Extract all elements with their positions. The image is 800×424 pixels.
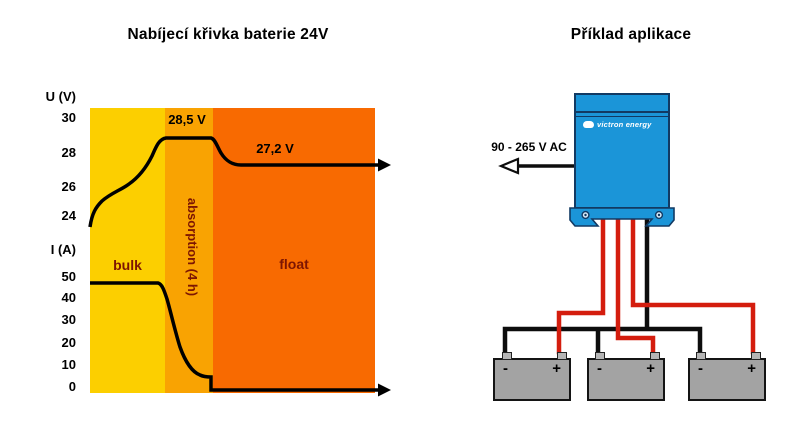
battery-3-plus-sign: + [747, 360, 756, 377]
bulk-zone [90, 108, 165, 393]
current-tick-20: 20 [61, 335, 76, 350]
current-tick-10: 10 [61, 357, 76, 372]
bracket-shape [569, 207, 675, 227]
battery-1-positive-terminal [557, 352, 567, 360]
battery-1-minus-sign: - [503, 360, 508, 377]
bracket-screw-right-icon [654, 210, 664, 220]
battery-3: - + [688, 352, 766, 401]
voltage-axis-arrow [378, 158, 391, 172]
victron-logo-icon [583, 121, 594, 128]
battery-1: - + [493, 352, 571, 401]
voltage-tick-30: 30 [61, 110, 76, 125]
battery-2-positive-terminal [650, 352, 660, 360]
voltage-tick-24: 24 [61, 208, 76, 223]
voltage-tick-26: 26 [61, 179, 76, 194]
charger-lid-seam-2 [576, 116, 668, 117]
absorption-voltage-annotation: 28,5 V [168, 112, 206, 127]
ac-voltage-label: 90 - 265 V AC [491, 140, 567, 154]
battery-2: - + [587, 352, 665, 401]
current-tick-30: 30 [61, 312, 76, 327]
float-voltage-annotation: 27,2 V [256, 141, 294, 156]
chart-title: Nabíjecí křivka baterie 24V [127, 26, 329, 43]
absorption-phase-label: absorption (4 h) [185, 197, 200, 297]
brand-name: victron energy [597, 120, 652, 129]
battery-2-minus-sign: - [597, 360, 602, 377]
battery-3-negative-terminal [696, 352, 706, 360]
bulk-phase-label: bulk [113, 257, 142, 273]
float-phase-label: float [279, 256, 309, 272]
positive-wires [556, 202, 756, 355]
ac-input-arrowhead [498, 157, 520, 175]
current-tick-0: 0 [68, 379, 76, 394]
battery-2-plus-sign: + [646, 360, 655, 377]
charger-bracket [569, 207, 675, 227]
time-axis-arrow [378, 383, 391, 397]
brand-row: victron energy [583, 120, 651, 129]
battery-3-positive-terminal [751, 352, 761, 360]
voltage-axis-label: U (V) [45, 89, 76, 104]
bracket-screw-right-dot [657, 213, 661, 217]
charger-lid-seam [576, 111, 668, 113]
battery-3-minus-sign: - [698, 360, 703, 377]
battery-1-negative-terminal [502, 352, 512, 360]
bracket-screw-left-dot [584, 213, 587, 217]
bracket-screw-left-icon [581, 210, 590, 220]
battery-2-negative-terminal [595, 352, 605, 360]
application-title: Příklad aplikace [570, 26, 692, 43]
current-tick-50: 50 [61, 269, 76, 284]
battery-charger: victron energy [574, 93, 670, 209]
negative-wires [502, 202, 703, 355]
current-axis-label: I (A) [50, 242, 76, 257]
voltage-tick-28: 28 [61, 145, 76, 160]
current-tick-40: 40 [61, 290, 76, 305]
battery-1-plus-sign: + [552, 360, 561, 377]
